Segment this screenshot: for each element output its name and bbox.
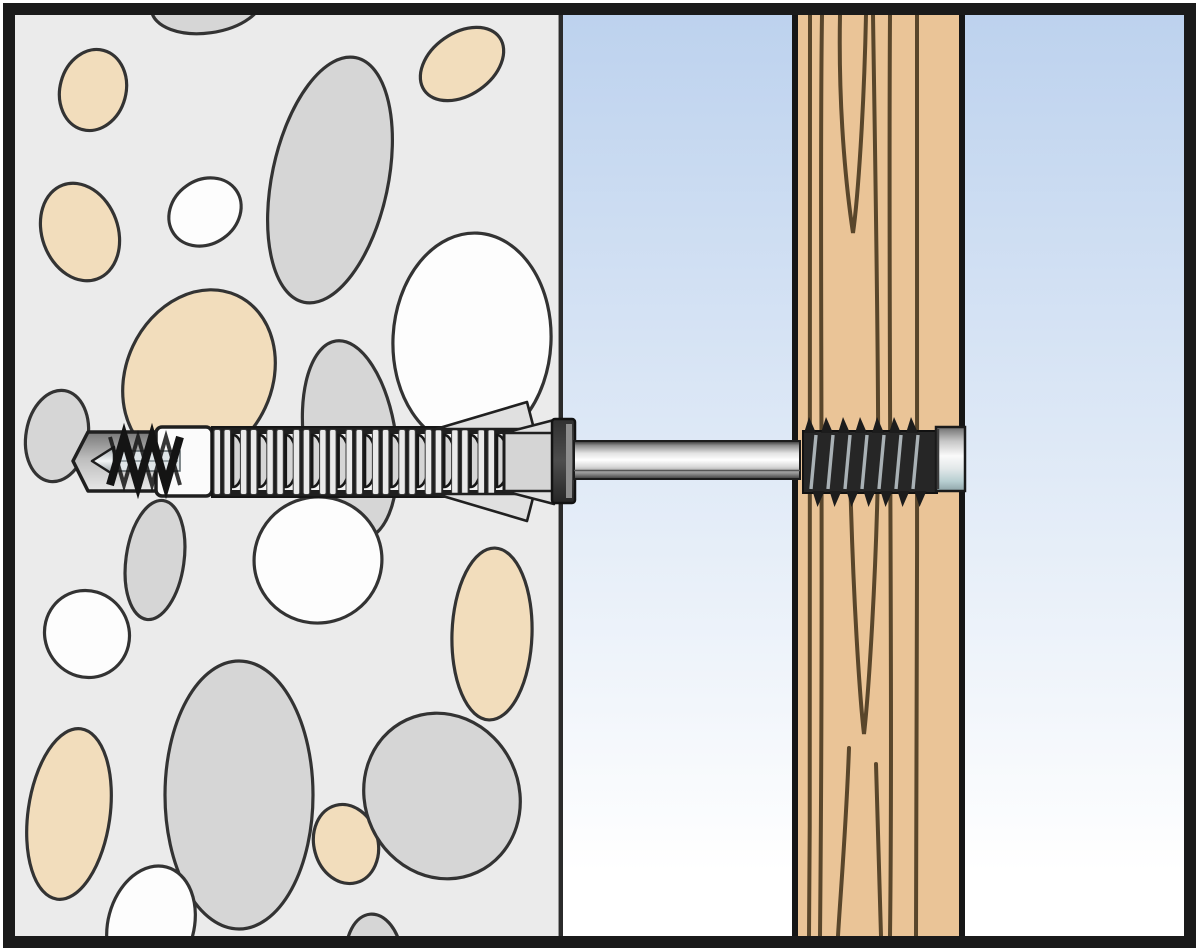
thread-crest-bottom: [829, 491, 842, 507]
rib-bar: [487, 429, 495, 495]
grain-line: [836, 746, 851, 938]
thread-crest-bottom: [863, 491, 876, 507]
aggregate-stone: [105, 864, 197, 936]
plug-neck: [502, 430, 555, 494]
plug-sleeve-ribs: [213, 429, 510, 495]
rib-bar: [381, 429, 390, 495]
plug-fin-top: [434, 400, 536, 431]
rib-bar: [408, 429, 416, 495]
thread-crest-bottom: [812, 491, 825, 507]
aggregate-stone: [42, 588, 132, 680]
plug-fin-bottom: [434, 492, 536, 523]
thread-flank-highlight: [843, 434, 852, 490]
aggregate-stone: [418, 25, 506, 103]
thread-crest-top: [804, 417, 816, 433]
grain-line: [848, 13, 881, 735]
thread-flank-highlight: [809, 434, 818, 490]
thread-crest-top: [838, 417, 850, 433]
aggregate-stone: [123, 498, 187, 622]
frame-fixing-plug: [71, 400, 577, 523]
aggregate-stone: [450, 546, 534, 722]
rib-bar: [345, 429, 353, 495]
thread-crest-top: [821, 417, 833, 433]
screw: [90, 417, 967, 507]
wall-stones: [23, 15, 553, 936]
grain-line: [818, 13, 824, 938]
aggregate-stone: [57, 47, 129, 133]
screw-thread-zigzag-cross: [108, 429, 182, 493]
rib-bar: [266, 429, 274, 495]
thread-flank-highlight: [911, 434, 920, 490]
aggregate-stone: [25, 727, 113, 901]
thread-crest-bottom: [914, 491, 927, 507]
thread-crest-top: [872, 417, 884, 433]
rib-bar: [276, 429, 284, 495]
thread-crest-top: [889, 417, 901, 433]
aggregate-stone: [362, 711, 522, 881]
aggregate-stone: [252, 495, 384, 625]
rib-bar: [329, 429, 337, 495]
rib-bar: [434, 429, 443, 495]
screw-threads-in-wood: [802, 417, 938, 507]
aggregate-stone: [163, 659, 315, 931]
wood-grain: [807, 13, 920, 938]
rib-bar: [424, 429, 433, 495]
rib-bar: [319, 429, 327, 495]
outer-frame: [3, 3, 1196, 948]
thread-crest-top: [855, 417, 867, 433]
rib-bar: [213, 429, 221, 495]
thread-crest-top: [906, 417, 918, 433]
plug-rim-highlight: [566, 424, 572, 498]
thread-crest-bottom: [897, 491, 910, 507]
thread-flank-highlight: [860, 434, 869, 490]
rib-bar: [371, 429, 380, 495]
aggregate-stone: [38, 181, 122, 283]
grain-line: [837, 13, 868, 234]
aggregate-stone: [167, 176, 243, 248]
rib-bar: [355, 429, 363, 495]
rib-bar: [477, 429, 485, 495]
rib-bar: [249, 429, 258, 495]
rib-bar: [461, 429, 469, 495]
aggregate-stone: [344, 912, 404, 936]
rib-bar: [451, 429, 459, 495]
rib-bar: [223, 429, 231, 495]
grain-line: [874, 762, 883, 938]
screw-shaft: [573, 440, 801, 480]
rib-bar: [292, 429, 301, 495]
rib-bar: [302, 429, 311, 495]
rib-bar: [398, 429, 406, 495]
thread-crest-bottom: [846, 491, 859, 507]
thread-flank-highlight: [894, 434, 903, 490]
thread-flank-highlight: [877, 434, 886, 490]
diagram-border: [3, 3, 1196, 948]
aggregate-stone: [149, 15, 265, 36]
thread-flank-highlight: [826, 434, 835, 490]
cavity-gaps: [563, 15, 1184, 936]
screw-head: [934, 425, 967, 493]
rib-bar: [239, 429, 248, 495]
cavity-gap-right: [964, 15, 1184, 936]
thread-crest-bottom: [880, 491, 893, 507]
aggregate-stone: [265, 55, 395, 305]
